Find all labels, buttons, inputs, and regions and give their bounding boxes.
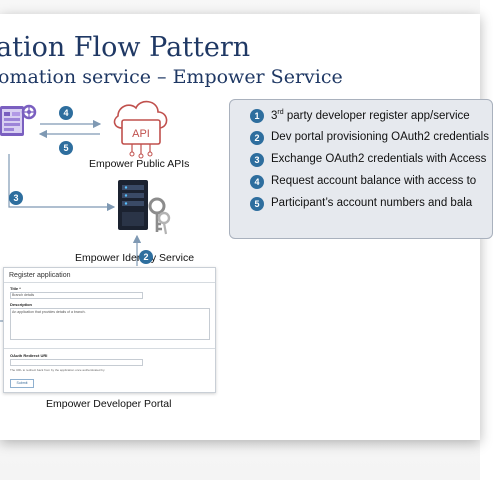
- form-divider: [4, 282, 215, 283]
- step-number-badge: 1: [250, 109, 264, 123]
- title-field-label: Title *: [10, 286, 21, 291]
- public-apis-caption: Empower Public APIs: [89, 158, 190, 170]
- step-text: Request account balance with access to: [271, 175, 477, 187]
- register-application-form: Register application Title * Branch deta…: [3, 267, 216, 393]
- step-number-badge: 3: [250, 153, 264, 167]
- step-text: 3rd party developer register app/service: [271, 109, 470, 122]
- step-number-badge: 5: [250, 197, 264, 211]
- third-party-app-icon: [0, 104, 37, 136]
- badge-step-4: 4: [59, 106, 73, 120]
- developer-portal-caption: Empower Developer Portal: [46, 398, 172, 410]
- step-text: Dev portal provisioning OAuth2 credentia…: [271, 131, 489, 143]
- slide-subtitle: omation service – Empower Service: [0, 66, 343, 88]
- title-input[interactable]: Branch details: [10, 292, 143, 299]
- form-title: Register application: [9, 272, 71, 279]
- redirect-uri-hint: The URL to redirect back from by the app…: [10, 368, 106, 372]
- form-divider: [4, 348, 215, 349]
- badge-step-5: 5: [59, 141, 73, 155]
- identity-service-caption: Empower Identity Service: [75, 252, 195, 264]
- redirect-uri-input[interactable]: [10, 359, 143, 366]
- step-text: Participant’s account numbers and bala: [271, 197, 473, 209]
- arrow-3: [8, 154, 116, 212]
- step-number-badge: 2: [250, 131, 264, 145]
- badge-step-3: 3: [9, 191, 23, 205]
- submit-button[interactable]: Submit: [10, 379, 34, 388]
- redirect-uri-label: OAuth Redirect URI: [10, 353, 48, 358]
- steps-legend: 1 3rd party developer register app/servi…: [229, 99, 493, 239]
- description-field-label: Description: [10, 302, 33, 307]
- slide: ation Flow Pattern omation service – Emp…: [0, 14, 493, 440]
- api-icon-label: API: [132, 128, 150, 140]
- identity-server-icon: [118, 180, 171, 235]
- step-number-badge: 4: [250, 175, 264, 189]
- step-text: Exchange OAuth2 credentials with Access: [271, 153, 487, 165]
- description-textarea[interactable]: An application that provides details of …: [10, 308, 210, 340]
- slide-title: ation Flow Pattern: [0, 32, 251, 63]
- badge-step-2: 2: [139, 250, 153, 264]
- api-cloud-icon: API: [113, 100, 168, 159]
